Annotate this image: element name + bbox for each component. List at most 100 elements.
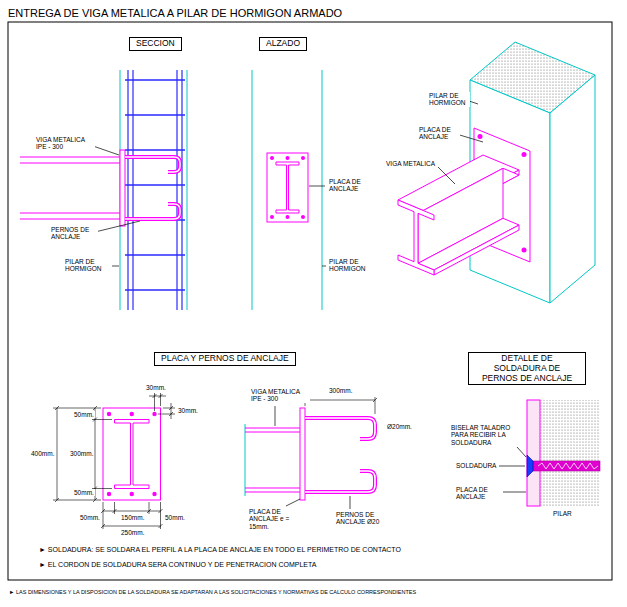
extension-line	[158, 414, 175, 415]
anchor-bolt-core	[305, 471, 375, 492]
bolt-dot	[152, 412, 156, 416]
dimension-tick	[93, 406, 97, 410]
stirrup	[125, 114, 185, 116]
leader-line	[275, 406, 276, 426]
drawing-frame	[8, 22, 612, 580]
part-label: PILAR DE HORMIGON	[428, 92, 470, 107]
view-heading: ALZADO	[266, 39, 300, 49]
dimension-line	[95, 408, 96, 500]
dimension-line	[149, 396, 166, 397]
anchor-bolt-core	[305, 418, 375, 439]
part-label: PLACA DE ANCLAJE	[328, 178, 376, 193]
anchor-bolt	[125, 157, 180, 172]
extension-line	[53, 500, 101, 501]
leader-line	[95, 221, 140, 232]
bolt-dot	[522, 248, 527, 253]
dimension-tick	[153, 394, 157, 398]
dimension-tick	[159, 394, 163, 398]
dimension-tick	[101, 509, 105, 513]
part-label: PILAR	[552, 510, 573, 517]
column-edge	[187, 70, 188, 310]
bolt-dot	[107, 412, 111, 416]
beam-face	[434, 225, 519, 275]
dimension-tick	[373, 398, 377, 402]
bolt-dot	[270, 215, 274, 219]
dimension-label: 50mm.	[73, 489, 95, 496]
leader-line	[350, 496, 351, 509]
beam-flange	[20, 157, 120, 158]
part-label: PLACA DE ANCLAJE	[455, 486, 503, 501]
dimension-lines	[303, 397, 377, 414]
dimension-tick	[159, 524, 163, 528]
part-label: PILAR DE HORMIGON	[64, 258, 112, 273]
beam-flange	[245, 492, 300, 493]
anchor-bolt	[533, 461, 600, 471]
anchor-bolt	[305, 471, 375, 492]
dimension-label: 50mm.	[164, 514, 186, 521]
part-label: VIGA METALICA	[385, 160, 436, 167]
extension-line	[163, 408, 175, 409]
bolt-dot	[301, 156, 305, 160]
view-heading: DETALLE DE SOLDADURA DE PERNOS DE ANCLAJ…	[475, 354, 579, 383]
view-heading-box: SECCION	[129, 37, 182, 51]
beam-flange	[20, 163, 120, 164]
stirrup	[125, 289, 185, 291]
anchor-plate	[527, 400, 540, 506]
anchor-bolt	[125, 204, 180, 219]
dimension-tick	[55, 406, 59, 410]
dimension-label: 150mm.	[120, 514, 145, 521]
bolt-dot	[286, 215, 290, 219]
column-face	[550, 75, 595, 303]
leader-line	[309, 186, 325, 187]
plate-view	[53, 393, 175, 529]
dimension-tick	[101, 524, 105, 528]
column-edge	[252, 70, 253, 310]
note-text: ► EL CORDON DE SOLDADURA SERA CONTINUO Y…	[38, 561, 317, 569]
bolt-side-view	[245, 397, 377, 509]
stirrup	[125, 254, 185, 256]
anchor-bolt-core	[125, 157, 180, 172]
beam-flange	[245, 428, 300, 429]
dimension-label: 300mm.	[328, 387, 353, 394]
note-text: ► SOLDADURA: SE SOLDARA EL PERFIL A LA P…	[38, 546, 402, 554]
leader-line	[499, 466, 525, 467]
cut-line	[245, 424, 246, 496]
part-label: VIGA METALICA IPE - 300	[35, 136, 95, 151]
beam-profile	[276, 162, 299, 213]
column-edge	[322, 70, 323, 310]
part-label: PILAR DE HORMIGON	[328, 258, 376, 273]
beam-end	[398, 200, 434, 275]
extension-line	[53, 408, 101, 409]
bolt-hatch	[538, 463, 598, 469]
dimension-label: 300mm.	[69, 450, 94, 457]
view-heading: PLACA Y PERNOS DE ANCLAJE	[161, 354, 289, 364]
beam-flange	[20, 213, 120, 214]
extension-line	[114, 502, 115, 514]
part-label: PLACA DE ANCLAJE	[418, 126, 460, 141]
bolt-dot	[286, 156, 290, 160]
dimension-tick	[147, 509, 151, 513]
weld-bead	[527, 455, 533, 477]
beam-profile	[115, 420, 150, 489]
dimension-line	[103, 511, 161, 512]
bolt-dot	[130, 412, 134, 416]
rebar	[176, 70, 177, 310]
rebar	[181, 70, 182, 310]
anchor-plate	[103, 408, 161, 500]
dimension-label: 30mm.	[177, 407, 199, 414]
dimension-label: 30mm.	[145, 384, 167, 391]
leader-line	[322, 266, 326, 267]
dimension-label: 50mm.	[73, 411, 95, 418]
extension-line	[160, 502, 161, 529]
anchor-bolt	[305, 418, 375, 439]
rebar	[127, 70, 128, 310]
bolt-dot	[130, 492, 134, 496]
note-text: ► LAS DIMENSIONES Y LA DISPOSICION DE LA…	[8, 589, 417, 595]
beam-flange	[245, 488, 300, 489]
part-label: PERNOS DE ANCLAJE Ø20	[335, 511, 385, 526]
part-label: PERNOS DE ANCLAJE	[50, 226, 98, 241]
section-view	[20, 70, 187, 310]
dimension-label: 250mm.	[120, 529, 145, 536]
rebar	[132, 70, 133, 310]
weld-detail	[490, 400, 600, 506]
